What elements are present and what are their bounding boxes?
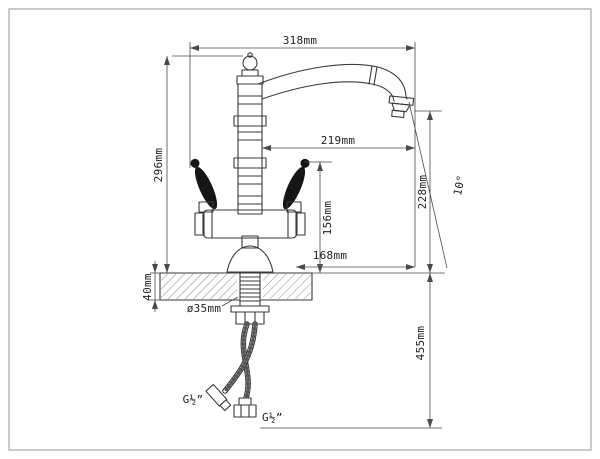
- dim-label-hose-drop: 455mm: [414, 326, 427, 361]
- dim-label-height-above-deck: 296mm: [152, 148, 165, 183]
- dim-label-outlet-height: 228mm: [416, 175, 429, 210]
- faucet-spout: [257, 63, 408, 102]
- dimension-labels: 318mm 296mm 219mm 228mm 10° 156mm 168mm …: [141, 34, 468, 424]
- hose-fitting-left: [205, 383, 232, 412]
- thread-label-bottom: G½”: [262, 411, 283, 424]
- faucet-drawing: [159, 52, 415, 418]
- thread-label-left: G½”: [183, 393, 204, 406]
- faucet-handle-left: [190, 158, 218, 210]
- outlet-angle-line: [408, 101, 448, 269]
- faucet-column: [233, 83, 267, 215]
- leader-hole-diameter: [221, 296, 239, 307]
- faucet-body: [194, 209, 306, 239]
- dimension-lines: [148, 42, 448, 429]
- dim-label-body-height: 156mm: [321, 201, 334, 236]
- mounting-shank: [230, 272, 270, 325]
- mounting-washer: [230, 305, 270, 313]
- shank-threads: [239, 276, 261, 302]
- dim-label-overall-width: 318mm: [283, 34, 318, 47]
- supply-hose-left: [222, 321, 258, 394]
- dimension-arrows: [152, 45, 433, 428]
- mounting-nut: [235, 311, 265, 325]
- faucet-handle-right: [282, 158, 310, 210]
- countertop-section: [159, 272, 313, 301]
- handle-boss-left: [198, 201, 214, 213]
- dim-label-outlet-angle: 10°: [451, 174, 468, 197]
- column-ridges: [237, 95, 263, 205]
- faucet-base: [226, 235, 274, 273]
- dim-label-mounting-hole: ø35mm: [187, 302, 222, 315]
- spout-outlet: [388, 95, 415, 119]
- faucet-finial: [236, 52, 264, 85]
- dim-label-deck-thickness: 40mm: [141, 273, 154, 301]
- dim-label-spout-reach: 219mm: [321, 134, 356, 147]
- handle-boss-right: [286, 201, 302, 213]
- sheet-border-frame: [8, 8, 592, 451]
- hose-fitting-bottom: [233, 397, 257, 418]
- dim-label-reach-to-body: 168mm: [313, 249, 348, 262]
